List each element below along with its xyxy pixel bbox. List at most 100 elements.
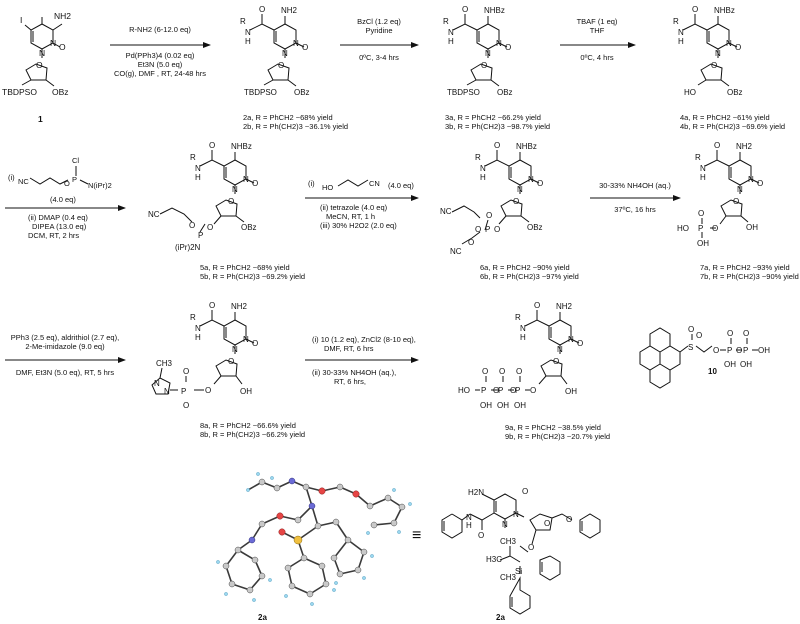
ring-n3: N [293, 39, 299, 48]
compound-1: I NH2 N N O O TBDPSO OBz 1 [2, 11, 71, 124]
hydroxyl: OH [240, 387, 252, 396]
yield-label: 6a, R = PhCH2 ~90% yield [480, 263, 570, 272]
amide-h: H [245, 37, 251, 46]
condition-line: Pd(PPh3)4 (0.02 eq) [126, 51, 195, 60]
bridge-o: O [493, 386, 499, 395]
amine-label: NH2 [736, 142, 753, 151]
ester-o: O [205, 386, 211, 395]
hydroxyl: OH [758, 346, 770, 355]
phosphoryl-o: O [499, 367, 505, 376]
phosphate-o: O [183, 401, 189, 410]
carbonyl-o: O [505, 43, 511, 52]
yield-label: 8a, R = PhCH2 ~66.6% yield [200, 421, 296, 430]
condition-line: RT, 6 hrs, [334, 377, 366, 386]
sulfur: S [688, 343, 693, 352]
phosphate-o: O [475, 225, 481, 234]
sugar-o: O [733, 197, 739, 206]
step-4: (i) NC O P Cl N(iPr)2 (4.0 eq) (ii) DMAP… [5, 156, 126, 240]
phosphorus-beta: P [498, 386, 503, 395]
sugar-o: O [228, 357, 234, 366]
condition-line: TBAF (1 eq) [577, 17, 618, 26]
hydroxyl: HO [684, 88, 696, 97]
ring-n1: N [232, 345, 238, 354]
amide-n: N [700, 164, 706, 173]
ring-n1: N [485, 49, 491, 58]
phosphorus-beta: P [743, 346, 748, 355]
ester-o: O [494, 225, 500, 234]
ester-o: O [530, 386, 536, 395]
yield-label: 2a, R = PhCH2 ~68% yield [243, 113, 333, 122]
ring-n3: N [243, 335, 249, 344]
benzoate: OBz [52, 87, 69, 97]
benzoate: OBz [527, 223, 543, 232]
condition-line: DMF, Et3N (5.0 eq), RT, 5 hrs [16, 368, 114, 377]
amide-n: N [678, 28, 684, 37]
condition-line: BzCl (1.2 eq) [357, 17, 401, 26]
condition-line: R-NH2 (6-12.0 eq) [129, 25, 191, 34]
sulfonyl-o: O [696, 331, 702, 340]
ring-n1: N [715, 49, 721, 58]
r-group: R [240, 17, 246, 26]
compound-7: R N H O NH2 N N O O O HO P O OH OH 7a, R… [677, 141, 799, 281]
condition-line: DMF, RT, 6 hrs [324, 344, 374, 353]
amine-label: H2N [468, 488, 484, 497]
imidazole-n: N [164, 387, 170, 396]
carbonyl-o: O [577, 339, 583, 348]
hydroxyl: OH [514, 401, 526, 410]
r-group: R [190, 153, 196, 162]
phosphorus: P [698, 224, 703, 233]
sugar-o: O [36, 60, 43, 70]
silyl-ether: TBDPSO [244, 88, 277, 97]
compound-number-1: 1 [38, 114, 43, 124]
amide-n: N [448, 28, 454, 37]
drawing-compound-label: 2a [496, 613, 505, 622]
sugar-o: O [481, 61, 487, 70]
yield-label: 8b, R = Ph(CH2)3 ~66.2% yield [200, 430, 305, 439]
cyano: NC [148, 210, 160, 219]
condition-line: (ii) tetrazole (4.0 eq) [320, 203, 388, 212]
compound-10: S O O O P O P OH O O OH OH 10 [639, 325, 770, 389]
phosphorus: P [198, 231, 203, 240]
sugar-o: O [513, 197, 519, 206]
amide-h: H [195, 173, 201, 182]
amide-o: O [462, 5, 468, 14]
equivalence-symbol: ≡ [412, 527, 421, 544]
amide-o: O [714, 141, 720, 150]
yield-label: 2b, R = Ph(CH2)3 ~36.1% yield [243, 122, 348, 131]
condition-line: 37ºC, 16 hrs [614, 205, 656, 214]
silyl-o: O [528, 543, 534, 552]
reagent-atom: HO [322, 183, 333, 192]
step-1: R-NH2 (6-12.0 eq) Pd(PPh3)4 (0.02 eq) Et… [110, 25, 211, 78]
step-2: BzCl (1.2 eq) Pyridine 0ºC, 3-4 hrs [340, 17, 419, 62]
condition-line: Pyridine [365, 26, 392, 35]
hydroxyl: OH [565, 387, 577, 396]
amide-h: H [195, 333, 201, 342]
condition-line: 0ºC, 3-4 hrs [359, 53, 399, 62]
phosphoryl-o: O [183, 367, 189, 376]
amide-o: O [478, 531, 484, 540]
phosphoryl-o: O [516, 367, 522, 376]
benzoate: OBz [727, 88, 743, 97]
ester-o: O [566, 515, 572, 524]
diisopropylamino: (iPr)2N [175, 243, 201, 252]
ring-n1: N [39, 48, 45, 58]
amide-h: H [448, 37, 454, 46]
amide-n: N [520, 324, 526, 333]
reagent-atom: CN [369, 179, 380, 188]
benzoate: OBz [497, 88, 513, 97]
amide-n: N [466, 513, 472, 522]
hydroxyl: OH [740, 360, 752, 369]
ortep-compound-label: 2a [258, 613, 267, 622]
r-group: R [190, 313, 196, 322]
cyano: NC [440, 207, 452, 216]
phosphoryl-o: O [743, 329, 749, 338]
ester-o: O [207, 223, 213, 232]
cyano: NC [450, 247, 462, 256]
condition-line: (ii) DMAP (0.4 eq) [28, 213, 88, 222]
hydroxyl: OH [697, 239, 709, 248]
amide-n: N [195, 324, 201, 333]
ring-n3: N [243, 175, 249, 184]
amide-n: N [195, 164, 201, 173]
reagent-atom: (i) [8, 173, 15, 182]
